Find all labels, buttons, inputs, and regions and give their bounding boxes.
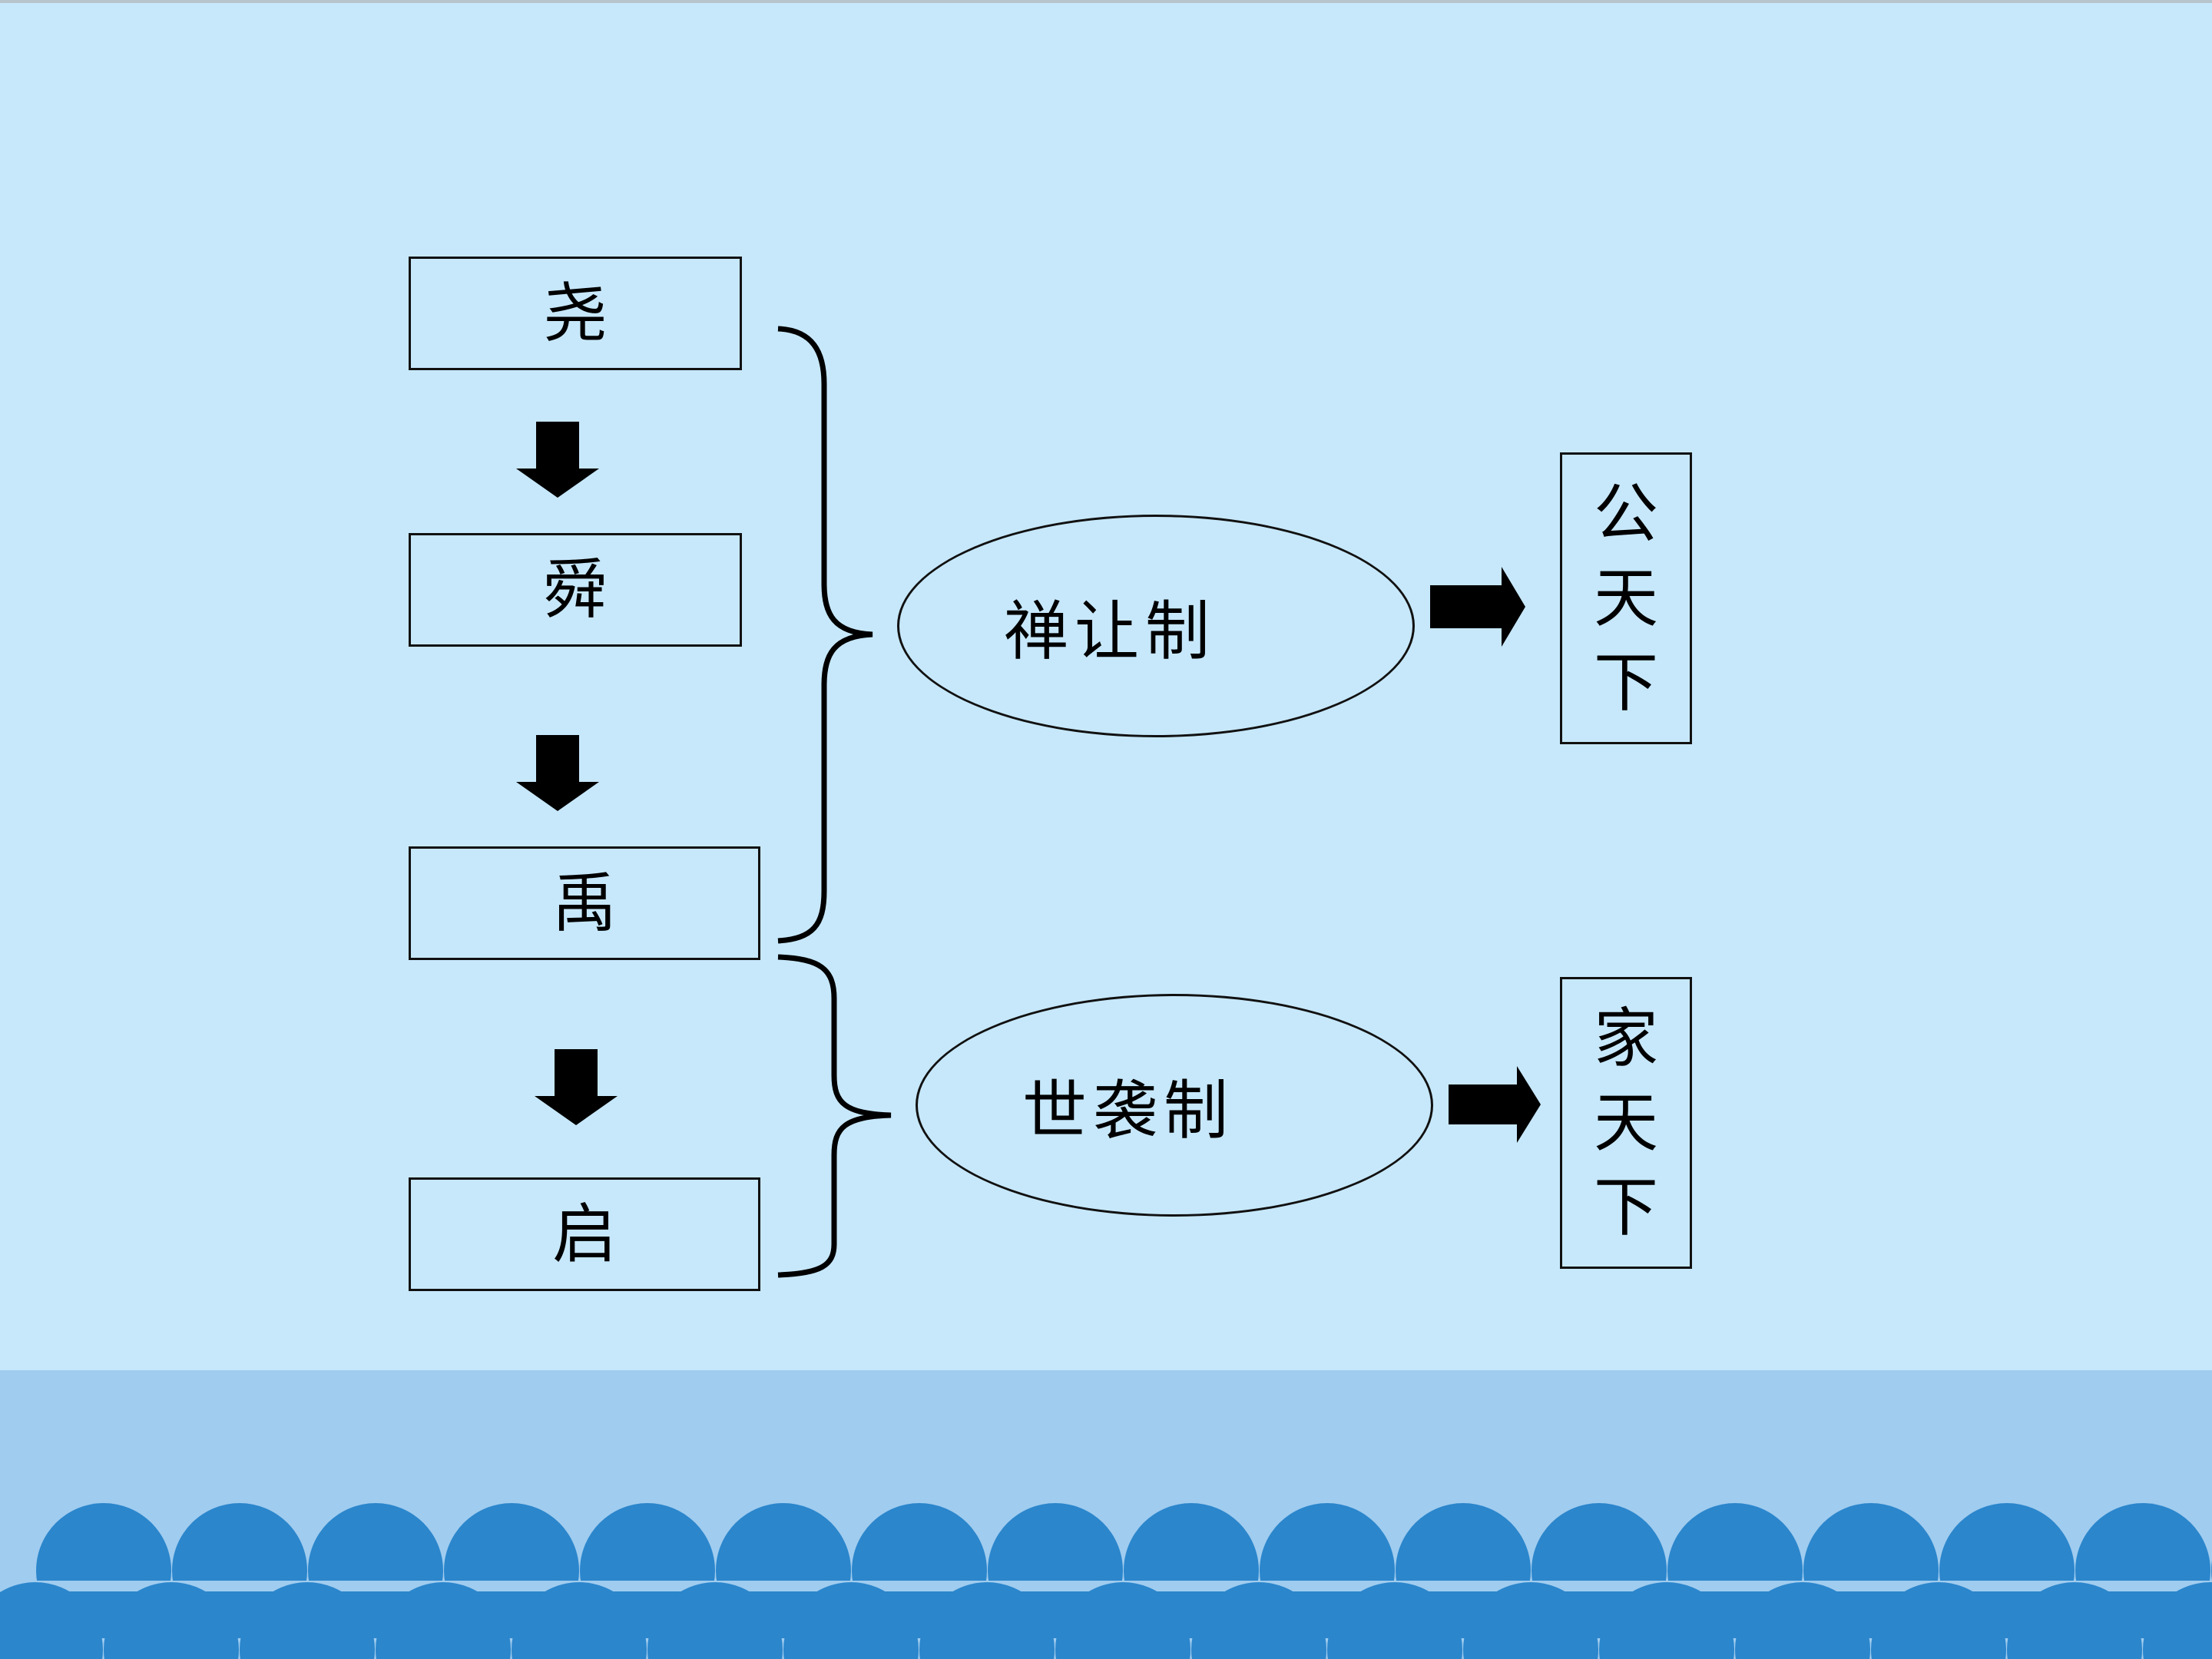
ruler-label: 启 xyxy=(551,1197,617,1272)
result-char: 下 xyxy=(1593,1170,1658,1245)
down-arrow-icon xyxy=(516,422,599,498)
wave-dome xyxy=(919,1582,1055,1659)
wave-dome xyxy=(1055,1582,1190,1659)
wave-dome xyxy=(2143,1582,2212,1659)
result-char: 下 xyxy=(1593,645,1658,720)
wave-dome xyxy=(1463,1582,1598,1659)
wave-dome xyxy=(240,1582,375,1659)
wave-dome xyxy=(647,1582,783,1659)
wave-dome xyxy=(104,1582,239,1659)
ruler-box-shun: 舜 xyxy=(409,533,742,647)
wave-pattern xyxy=(0,1503,2212,1659)
ruler-label: 禹 xyxy=(551,866,617,941)
ruler-box-yu: 禹 xyxy=(409,846,760,960)
wave-dome xyxy=(512,1582,647,1659)
result-box-family: 家 天 下 xyxy=(1560,977,1692,1269)
brace-icon xyxy=(777,954,892,1278)
ruler-box-qi: 启 xyxy=(409,1177,760,1291)
wave-dome xyxy=(1191,1582,1326,1659)
right-arrow-icon xyxy=(1430,567,1525,647)
wave-dome xyxy=(1599,1582,1734,1659)
wave-dome xyxy=(2007,1582,2142,1659)
down-arrow-icon xyxy=(516,735,599,811)
wave-dome xyxy=(0,1582,103,1659)
brace-icon xyxy=(777,326,873,944)
right-arrow-icon xyxy=(1449,1066,1541,1143)
system-label: 禅让制 xyxy=(1003,593,1216,669)
top-border xyxy=(0,0,2212,3)
down-arrow-icon xyxy=(535,1049,618,1125)
wave-dome xyxy=(1735,1582,1870,1659)
wave-dome xyxy=(376,1582,511,1659)
result-box-public: 公 天 下 xyxy=(1560,452,1692,744)
result-char: 天 xyxy=(1593,1085,1658,1161)
system-ellipse-abdication: 禅让制 xyxy=(897,515,1415,737)
system-label: 世袭制 xyxy=(1022,1072,1234,1148)
result-char: 公 xyxy=(1593,476,1658,551)
wave-dome xyxy=(1327,1582,1462,1659)
system-ellipse-hereditary: 世袭制 xyxy=(916,994,1433,1217)
wave-dome xyxy=(783,1582,919,1659)
result-char: 家 xyxy=(1593,1001,1658,1076)
wave-dome xyxy=(1871,1582,2006,1659)
result-char: 天 xyxy=(1593,561,1658,636)
ruler-label: 舜 xyxy=(542,552,608,628)
ruler-label: 尧 xyxy=(542,276,608,351)
ruler-box-yao: 尧 xyxy=(409,257,742,370)
